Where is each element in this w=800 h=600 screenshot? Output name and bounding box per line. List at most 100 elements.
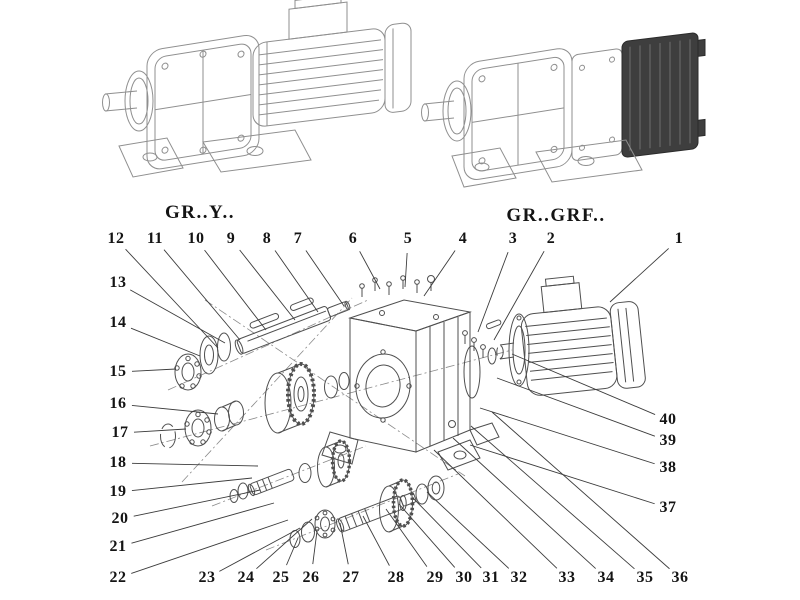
callout-number-26: 26	[302, 569, 320, 586]
callout-number-40: 40	[659, 411, 677, 428]
callout-number-3: 3	[508, 230, 518, 247]
callout-number-14: 14	[109, 314, 127, 331]
callout-number-39: 39	[659, 432, 677, 449]
callout-number-10: 10	[187, 230, 205, 247]
leader-line-31	[412, 497, 482, 569]
spacer-ring	[324, 375, 338, 399]
callout-number-17: 17	[111, 424, 129, 441]
leader-line-20	[133, 489, 261, 517]
intermediate-gear	[317, 439, 352, 488]
bearing	[174, 353, 202, 391]
gear-housing	[321, 299, 500, 471]
gear	[379, 478, 415, 533]
callout-number-16: 16	[109, 395, 127, 412]
callout-number-24: 24	[237, 569, 255, 586]
housing-top-bolts	[359, 275, 435, 297]
mounting-feet	[118, 129, 312, 178]
leader-line-40	[511, 353, 656, 415]
output-gear	[264, 362, 316, 434]
callout-number-20: 20	[111, 510, 129, 527]
callout-number-27: 27	[342, 569, 360, 586]
output-shaft	[102, 70, 154, 132]
leader-line-10	[204, 249, 267, 331]
spacer-bushing	[214, 400, 244, 432]
pinion-shaft	[247, 468, 295, 497]
callout-number-25: 25	[272, 569, 290, 586]
drain-plug	[448, 420, 456, 428]
leader-line-36	[491, 411, 670, 570]
leader-line-37	[469, 444, 655, 505]
callout-number-5: 5	[403, 230, 413, 247]
leader-line-2	[493, 250, 545, 341]
callout-number-29: 29	[426, 569, 444, 586]
leader-line-8	[274, 250, 319, 313]
callout-number-36: 36	[671, 569, 689, 586]
callout-number-28: 28	[387, 569, 405, 586]
housing-bore	[355, 353, 411, 419]
callout-number-23: 23	[198, 569, 216, 586]
exploded-view-drawing	[149, 275, 646, 551]
input-flange	[463, 345, 481, 399]
leader-line-26	[312, 530, 318, 565]
callout-number-12: 12	[107, 230, 125, 247]
leader-line-6	[359, 251, 381, 290]
key	[249, 312, 280, 329]
callout-number-7: 7	[293, 230, 303, 247]
callout-number-31: 31	[482, 569, 500, 586]
leader-line-21	[131, 502, 275, 544]
leader-line-33	[433, 449, 558, 569]
leader-line-24	[256, 518, 313, 570]
input-shaft-assembly	[174, 297, 351, 391]
leader-line-7	[305, 250, 345, 307]
callout-number-18: 18	[109, 454, 127, 471]
callout-number-13: 13	[109, 274, 127, 291]
leader-line-34	[452, 437, 596, 569]
leader-line-27	[339, 522, 349, 565]
callout-number-8: 8	[262, 230, 272, 247]
circlip	[160, 423, 176, 449]
spacer-ring	[415, 483, 429, 505]
washer	[487, 347, 497, 365]
callout-number-19: 19	[109, 483, 127, 500]
leader-line-39	[496, 377, 656, 437]
callout-number-9: 9	[226, 230, 236, 247]
callout-number-22: 22	[109, 569, 127, 586]
output-gear-assembly	[160, 362, 350, 449]
leader-line-29	[385, 508, 428, 567]
callout-number-15: 15	[109, 363, 127, 380]
leader-line-17	[133, 428, 187, 433]
leader-line-14	[130, 327, 201, 357]
washer	[237, 482, 249, 500]
leader-line-13	[129, 289, 226, 344]
leader-line-9	[239, 249, 296, 321]
leader-line-12	[125, 248, 219, 349]
leader-line-5	[404, 252, 408, 288]
motor-drawing	[499, 275, 646, 396]
leader-line-38	[479, 407, 655, 465]
callout-number-35: 35	[636, 569, 654, 586]
gearbox-housing	[146, 34, 260, 170]
leader-line-16	[131, 404, 219, 415]
callout-number-4: 4	[458, 230, 468, 247]
callout-number-6: 6	[348, 230, 358, 247]
mounting-feet	[451, 139, 643, 188]
leader-line-23	[219, 527, 301, 572]
leader-line-28	[362, 515, 390, 566]
fan-cover	[609, 301, 646, 389]
variant-label-gr-y: GR..Y..	[165, 202, 235, 223]
callout-number-34: 34	[597, 569, 615, 586]
callout-number-21: 21	[109, 538, 127, 555]
leader-line-35	[470, 425, 635, 570]
leader-line-3	[477, 251, 509, 333]
leader-line-1	[609, 248, 669, 303]
callout-number-11: 11	[146, 230, 164, 247]
callout-number-33: 33	[558, 569, 576, 586]
cover-plate	[199, 335, 219, 375]
variant-label-gr-grf: GR..GRF..	[506, 205, 606, 226]
leader-line-15	[131, 368, 177, 372]
callout-number-30: 30	[455, 569, 473, 586]
callout-number-2: 2	[546, 230, 556, 247]
